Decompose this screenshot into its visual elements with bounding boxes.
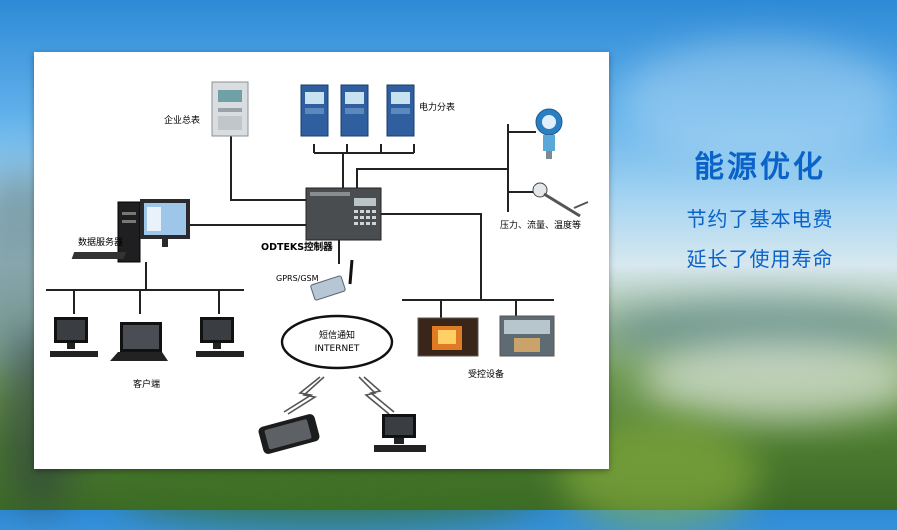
line-sensors-bus <box>507 124 536 212</box>
system-diagram: 企业总表 电力分表 <box>46 81 589 454</box>
side-panel: 能源优化 节约了基本电费 延长了使用寿命 <box>640 140 880 274</box>
client-monitor-icon <box>50 317 98 357</box>
internet-label: INTERNET <box>315 344 360 354</box>
energy-optimization-title: 能源优化 <box>694 150 826 185</box>
system-diagram-panel: 企业总表 电力分表 <box>34 52 609 469</box>
line-submeters-bus <box>313 144 415 154</box>
sms-internet-cloud: 短信通知 INTERNET <box>280 314 394 370</box>
controller-device-icon <box>305 187 382 241</box>
data-server-icon <box>71 199 190 263</box>
data-server-label: 数据服务器 <box>78 236 123 248</box>
line-controller-sensors <box>356 168 508 190</box>
furnace-photo-icon <box>417 317 479 357</box>
benefit-line-2: 延长了使用寿命 <box>686 247 834 271</box>
pressure-transmitter-icon <box>535 108 563 159</box>
steel-plant-photo-icon <box>499 315 555 357</box>
client-monitor-icon <box>196 317 244 357</box>
sms-label: 短信通知 <box>319 329 355 341</box>
controller-label: ODTEKS控制器 <box>261 241 333 253</box>
enterprise-meter-label: 企业总表 <box>164 114 200 126</box>
mobile-phone-icon <box>258 414 320 454</box>
desktop-computer-icon <box>374 414 426 452</box>
sensors-label: 压力、流量、温度等 <box>500 219 581 231</box>
line-clients-drops <box>73 290 220 314</box>
gprs-modem-icon <box>310 259 354 301</box>
benefit-line-1: 节约了基本电费 <box>686 207 834 231</box>
controlled-devices-label: 受控设备 <box>468 368 504 380</box>
gprs-label: GPRS/GSM <box>276 274 319 283</box>
power-submeter-icon <box>340 84 369 137</box>
client-label: 客户端 <box>133 378 160 390</box>
thermometer-icon <box>532 182 589 218</box>
enterprise-meter-icon <box>211 81 249 137</box>
line-controller-devices <box>381 213 482 300</box>
power-submeters-label: 电力分表 <box>419 101 455 113</box>
line-meter-controller <box>230 136 306 201</box>
background-blur <box>640 340 897 420</box>
power-submeter-icon <box>386 84 415 137</box>
connection-lines <box>46 124 554 320</box>
client-laptop-icon <box>110 322 168 361</box>
power-submeter-icon <box>300 84 329 137</box>
wireless-links <box>283 376 395 415</box>
background-blur <box>120 465 540 525</box>
power-submeter-icons <box>300 84 415 137</box>
background-blur <box>620 40 897 160</box>
